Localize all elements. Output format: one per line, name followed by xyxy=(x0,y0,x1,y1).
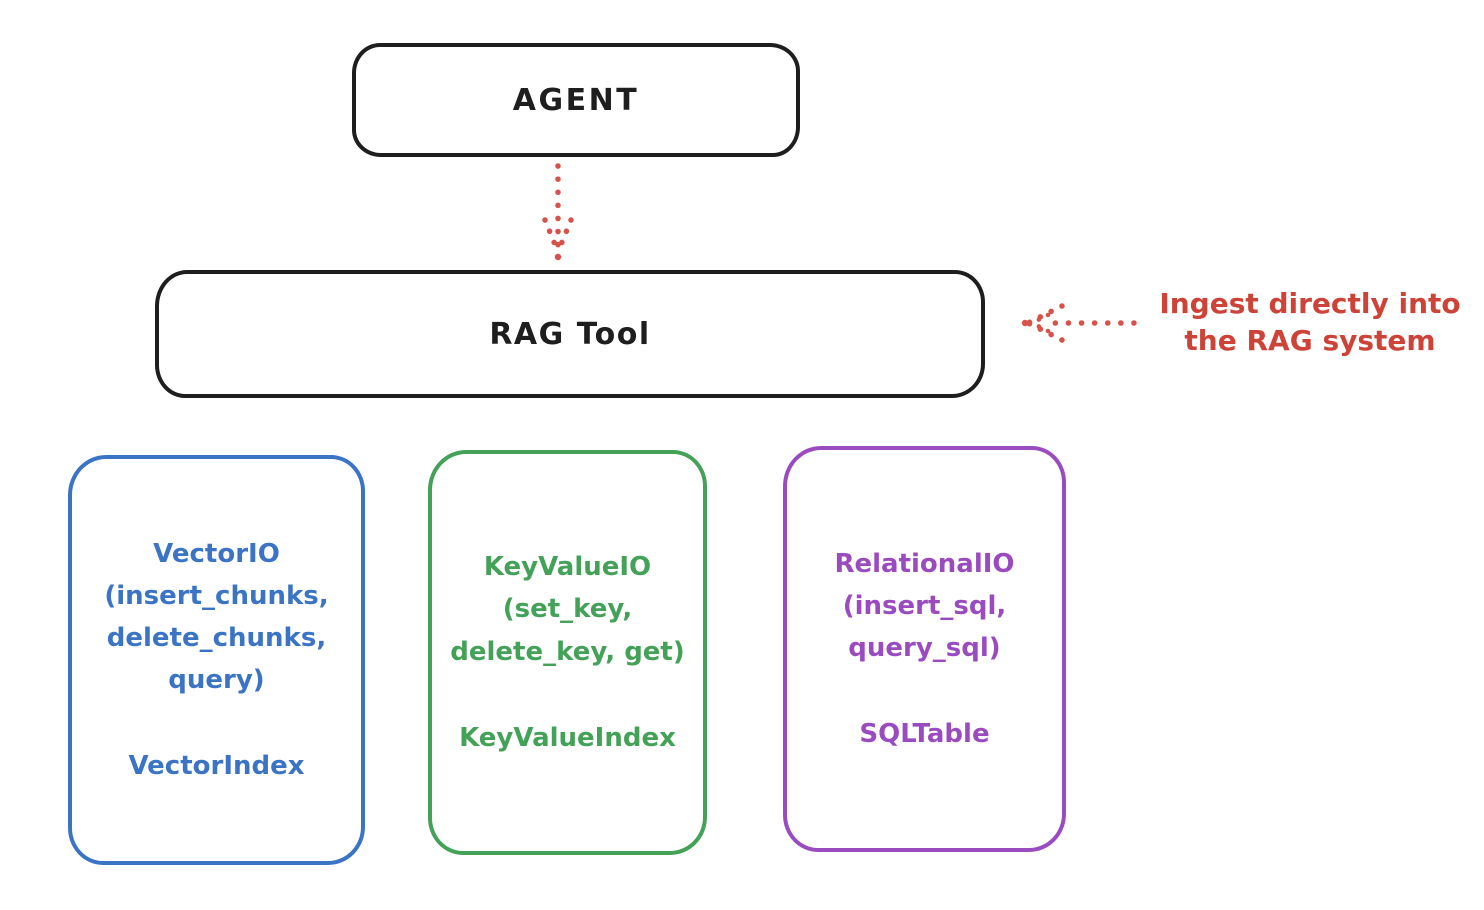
vector-io-title: VectorIO (insert_chunks, delete_chunks, … xyxy=(104,538,329,696)
agent-label: AGENT xyxy=(512,82,640,118)
dotted-arrow-down-icon xyxy=(542,163,574,261)
annotation-ingest-note: Ingest directly into the RAG system xyxy=(1159,287,1461,357)
dotted-arrow-left-icon xyxy=(1021,303,1137,343)
sql-table-label: SQLTable xyxy=(859,719,990,750)
relational-io-box: RelationalIO (insert_sql, query_sql) SQL… xyxy=(783,446,1066,852)
keyvalue-io-box: KeyValueIO (set_key, delete_key, get) Ke… xyxy=(428,450,707,855)
rag-tool-label: RAG Tool xyxy=(489,316,651,352)
keyvalue-io-title: KeyValueIO (set_key, delete_key, get) xyxy=(450,552,685,667)
vector-index-label: VectorIndex xyxy=(128,751,305,782)
agent-box: AGENT xyxy=(352,43,800,157)
keyvalue-index-label: KeyValueIndex xyxy=(459,722,676,753)
vector-io-box: VectorIO (insert_chunks, delete_chunks, … xyxy=(68,455,365,865)
relational-io-title: RelationalIO (insert_sql, query_sql) xyxy=(834,548,1015,663)
rag-tool-box: RAG Tool xyxy=(155,270,985,398)
